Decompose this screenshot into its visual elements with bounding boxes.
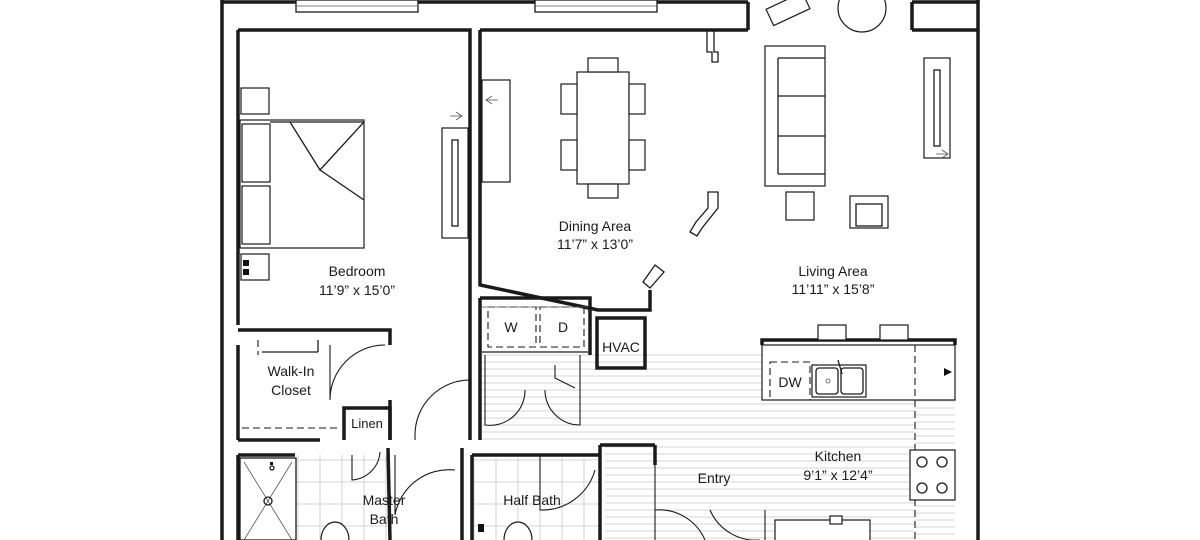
media-console <box>923 57 951 159</box>
sink <box>811 364 867 398</box>
range <box>909 449 956 501</box>
dining-table <box>576 71 630 185</box>
doors <box>329 344 766 540</box>
living-furniture <box>764 0 951 341</box>
living-name: Living Area <box>798 263 867 279</box>
baths <box>239 457 533 540</box>
closet-shelving <box>242 340 340 429</box>
kitchen <box>761 344 956 540</box>
living-dims: 11’11” x 15’8” <box>792 281 875 297</box>
bedroom-dims: 11’9” x 15’0” <box>319 282 395 298</box>
dryer-label: D <box>558 319 568 335</box>
interior-walls <box>236 2 978 540</box>
dresser <box>441 127 469 239</box>
round-table <box>837 0 887 33</box>
entry-label: Entry <box>698 470 731 486</box>
bar-stool <box>879 324 909 341</box>
windows <box>295 0 658 13</box>
master-bath-line1: Master <box>363 492 406 508</box>
kitchen-dims: 9’1” x 12’4” <box>803 467 873 483</box>
laundry-closet <box>482 306 588 353</box>
toilet <box>503 521 533 540</box>
washer-label: W <box>504 319 518 335</box>
bar-stool <box>817 324 847 341</box>
corner-chair <box>765 0 811 27</box>
dining-dims: 11’7” x 13’0” <box>557 236 633 252</box>
kitchen-name: Kitchen <box>815 448 862 464</box>
dining-furniture <box>481 30 719 289</box>
half-bath-label: Half Bath <box>503 492 561 508</box>
dishwasher-label: DW <box>778 374 802 390</box>
hvac-label: HVAC <box>602 339 640 355</box>
sofa <box>764 45 826 187</box>
dining-name: Dining Area <box>559 218 632 234</box>
walkin-name-line2: Closet <box>271 382 311 398</box>
ottoman <box>785 191 815 221</box>
nightstand <box>240 87 270 115</box>
bedroom-name: Bedroom <box>329 263 386 279</box>
refrigerator <box>774 519 871 540</box>
walkin-name-line1: Walk-In <box>268 363 315 379</box>
sideboard <box>481 79 511 183</box>
bedroom-furniture <box>239 87 469 281</box>
master-bath-line2: Bath <box>370 511 399 527</box>
nightstand <box>240 253 270 281</box>
exterior-walls <box>220 0 980 540</box>
linen-label: Linen <box>351 416 383 431</box>
toilet <box>320 521 350 540</box>
room-labels: Bedroom 11’9” x 15’0” Dining Area 11’7” … <box>268 218 875 527</box>
